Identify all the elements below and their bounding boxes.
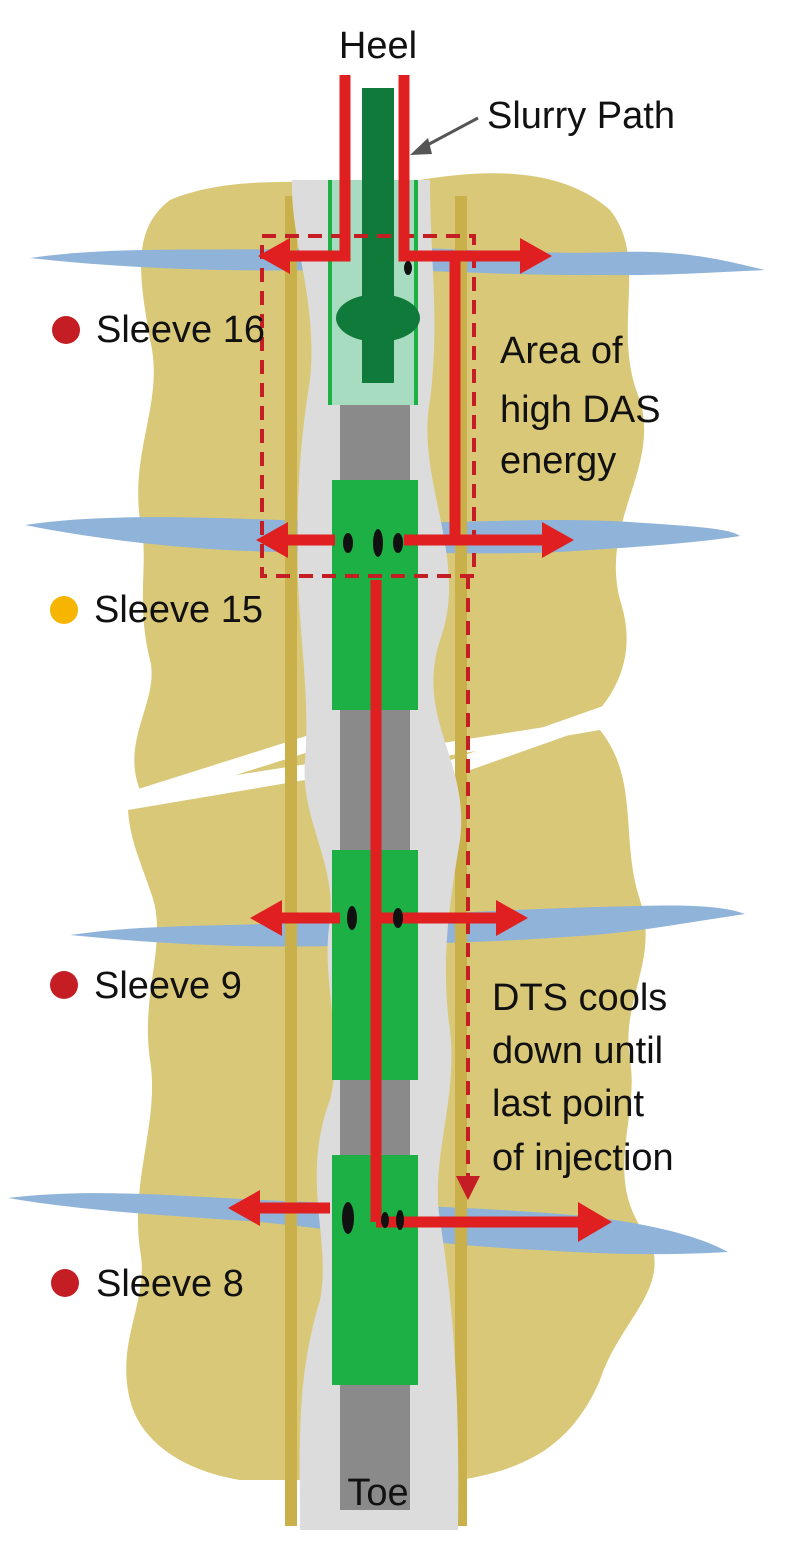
heel-label: Heel bbox=[339, 25, 417, 67]
slurry-path-label: Slurry Path bbox=[487, 95, 675, 137]
sleeve-8-label: Sleeve 8 bbox=[96, 1263, 244, 1305]
sleeve-16-dot bbox=[52, 316, 80, 344]
perforations bbox=[342, 261, 412, 1234]
dts-annotation-line-2: down until bbox=[492, 1030, 663, 1072]
sleeve-9-dot bbox=[50, 971, 78, 999]
das-annotation-line-3: energy bbox=[500, 440, 616, 482]
sleeve-15-dot bbox=[50, 596, 78, 624]
toe-label: Toe bbox=[347, 1472, 408, 1514]
casing-left-wall bbox=[285, 196, 297, 1526]
sleeve-16-label: Sleeve 16 bbox=[96, 309, 265, 351]
sleeve-8-dot bbox=[51, 1269, 79, 1297]
das-annotation-line-2: high DAS bbox=[500, 389, 661, 431]
sleeve-9-label: Sleeve 9 bbox=[94, 965, 242, 1007]
slurry-arrowheads bbox=[228, 238, 612, 1242]
heel-tool-bulb bbox=[336, 294, 420, 342]
dts-annotation-line-1: DTS cools bbox=[492, 977, 667, 1019]
dts-annotation-line-4: of injection bbox=[492, 1137, 674, 1179]
dts-annotation-line-3: last point bbox=[492, 1083, 645, 1125]
sleeve-15-label: Sleeve 15 bbox=[94, 589, 263, 631]
das-area-box bbox=[260, 234, 476, 578]
das-annotation-line-1: Area of bbox=[500, 330, 623, 372]
